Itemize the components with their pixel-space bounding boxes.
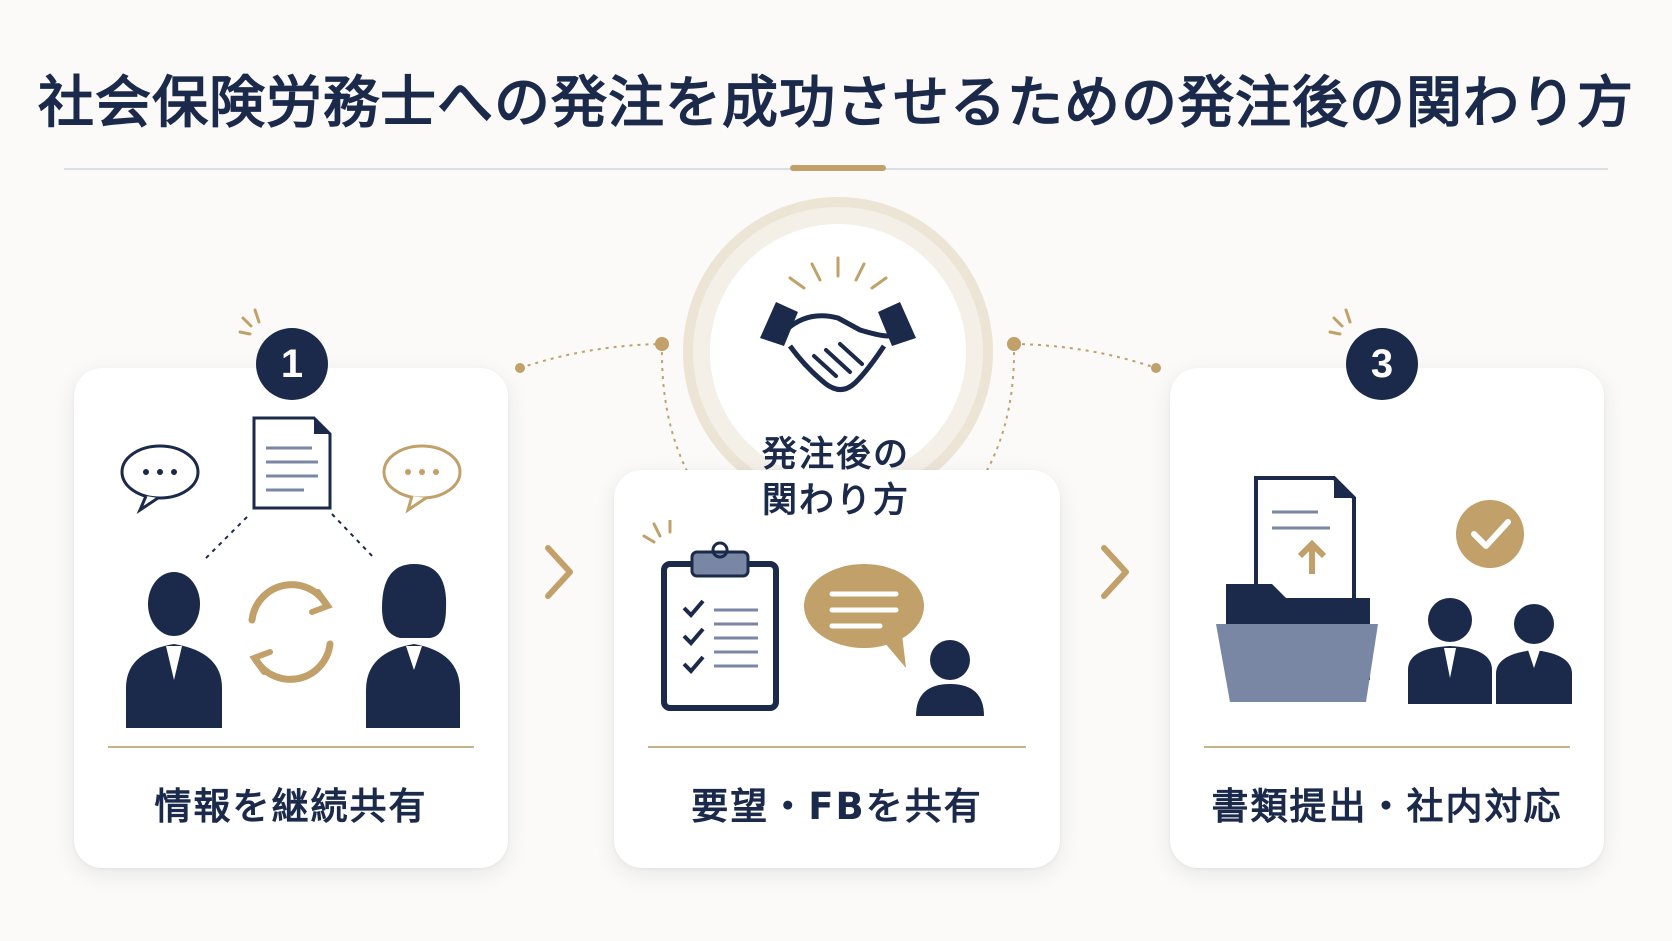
clipboard-checklist-icon — [661, 541, 779, 711]
connector-dot — [1007, 337, 1021, 351]
title-divider-accent — [790, 165, 886, 171]
step-2-divider — [648, 746, 1026, 748]
message-bubble-icon — [804, 564, 924, 668]
center-label-line2: 関わり方 — [761, 481, 910, 521]
connector-left — [519, 343, 663, 369]
chat-bubble-icon — [382, 444, 462, 514]
chevron-right-icon — [545, 545, 573, 599]
step-3-illustration — [1216, 476, 1572, 704]
businesswoman-icon — [366, 564, 460, 728]
step-card-2: 要望・FBを共有 — [614, 470, 1060, 868]
connector-dot — [655, 337, 669, 351]
step-card-1: 情報を継続共有 — [74, 368, 508, 868]
check-circle-icon — [1456, 500, 1524, 568]
document-icon — [252, 416, 332, 510]
sparkle-icon — [238, 308, 261, 336]
team-icon — [1408, 598, 1572, 704]
document-upload-icon — [1254, 476, 1356, 630]
step-1-badge: 1 — [256, 328, 328, 400]
step-card-3: 書類提出・社内対応 — [1170, 368, 1604, 868]
sparkle-icon — [788, 256, 888, 290]
chevron-right-icon — [1101, 545, 1129, 599]
step-3-divider — [1204, 746, 1570, 748]
center-label: 発注後の 関わり方 — [732, 432, 940, 524]
step-2-illustration — [642, 520, 984, 716]
connector-dot — [1151, 363, 1161, 373]
folder-icon — [1216, 584, 1378, 702]
step-2-label: 要望・FBを共有 — [691, 785, 983, 828]
refresh-cycle-icon — [248, 581, 334, 683]
connector-arc-left — [660, 343, 707, 503]
step-1-illustration — [120, 416, 462, 728]
person-icon — [916, 640, 984, 716]
sparkle-icon — [642, 520, 672, 544]
connector-dot — [515, 363, 525, 373]
step-3-label: 書類提出・社内対応 — [1211, 785, 1563, 828]
step-1-label: 情報を継続共有 — [154, 785, 428, 828]
businessman-icon — [126, 572, 222, 728]
page-title: 社会保険労務士への発注を成功させるための発注後の関わり方 — [38, 70, 1634, 136]
handshake-icon — [760, 302, 916, 392]
center-label-line1: 発注後の — [761, 435, 910, 475]
connector-right — [1013, 343, 1157, 369]
connector-arc-right — [965, 343, 1016, 503]
chat-bubble-icon — [120, 444, 200, 515]
step-1-divider — [108, 746, 474, 748]
sparkle-icon — [1328, 308, 1352, 336]
step-3-badge: 3 — [1346, 328, 1418, 400]
